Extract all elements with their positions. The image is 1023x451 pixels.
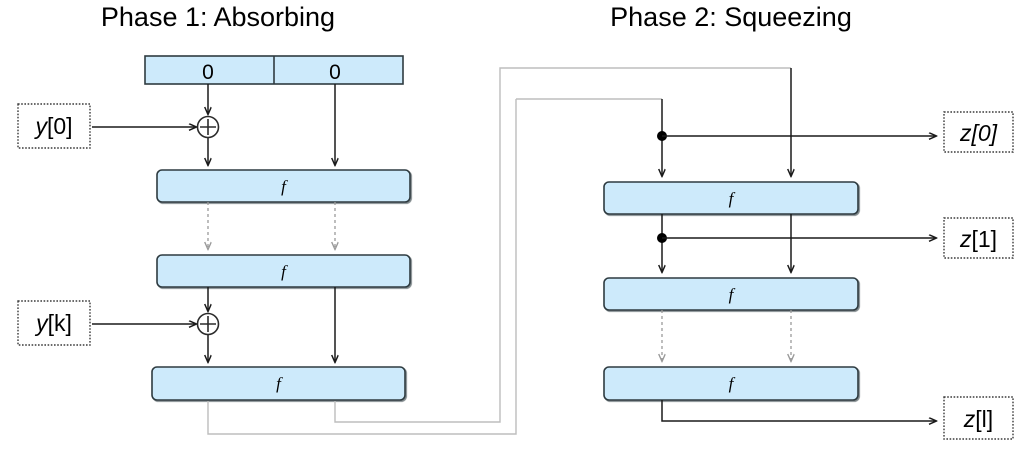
absorb-f-block-2: f — [156, 254, 411, 288]
output-z1-box — [943, 217, 1014, 259]
input-y0: y[0] — [17, 103, 196, 149]
absorb-f-block-1-shape — [156, 169, 411, 203]
output-zl: z[l] — [943, 396, 1014, 440]
phase-titles: Phase 1: Absorbing Phase 2: Squeezing — [101, 2, 852, 32]
absorb-f-block-2-shape — [156, 254, 411, 288]
initial-state-bar: 0 0 — [144, 55, 404, 85]
feedback-rate-path — [207, 99, 517, 435]
absorb-f-block-3-shape — [151, 366, 406, 401]
input-yk-label: y[k] — [34, 310, 72, 336]
absorb-f-block-3: f — [151, 366, 406, 401]
squeeze-f-block-3-shape — [603, 366, 859, 401]
phase-2-title: Phase 2: Squeezing — [610, 2, 852, 32]
input-y0-label: y[0] — [33, 113, 72, 139]
xor-yk — [196, 312, 220, 336]
squeeze-f-block-2: f — [603, 277, 859, 311]
squeeze-f-block-2-label: f — [729, 285, 736, 304]
absorb-f-block-1-label: f — [281, 177, 288, 196]
phase-1-title: Phase 1: Absorbing — [101, 2, 335, 32]
state-capacity-value: 0 — [329, 61, 341, 84]
squeeze-f-block-1-shape — [603, 181, 859, 215]
output-z0: z[0] — [943, 111, 1014, 153]
output-z0-label: z[0] — [959, 120, 998, 146]
squeeze-f-block-3: f — [603, 366, 859, 401]
phase-2-group: f f f — [603, 68, 1014, 440]
feedback-routing — [207, 67, 791, 435]
output-zl-box — [943, 396, 1014, 440]
xor-yk-plus-icon — [200, 316, 216, 332]
state-rate-value: 0 — [202, 61, 214, 84]
input-yk: y[k] — [17, 300, 196, 346]
xor-y0 — [196, 115, 220, 139]
tap-z0 — [657, 131, 936, 141]
absorb-f-block-3-label: f — [276, 374, 283, 393]
input-y0-box — [17, 103, 91, 149]
squeeze-f-block-1-label: f — [729, 189, 736, 208]
feedback-capacity-path — [334, 67, 791, 423]
output-z1-label: z[1] — [959, 226, 997, 252]
input-yk-box — [17, 300, 91, 346]
phase-1-group: 0 0 y[0] f — [17, 55, 411, 401]
absorb-f-block-1: f — [156, 169, 411, 203]
tap-z1 — [657, 233, 936, 243]
absorb-f-block-2-label: f — [281, 262, 288, 281]
squeeze-f-block-1: f — [603, 181, 859, 215]
squeeze-f-block-2-shape — [603, 277, 859, 311]
squeeze-f-block-3-label: f — [729, 374, 736, 393]
wire-squeeze-f3-to-output-zl — [661, 400, 936, 421]
output-z1: z[1] — [943, 217, 1014, 259]
xor-y0-plus-icon — [200, 119, 216, 135]
output-z0-box — [943, 111, 1014, 153]
output-zl-label: z[l] — [963, 406, 993, 432]
